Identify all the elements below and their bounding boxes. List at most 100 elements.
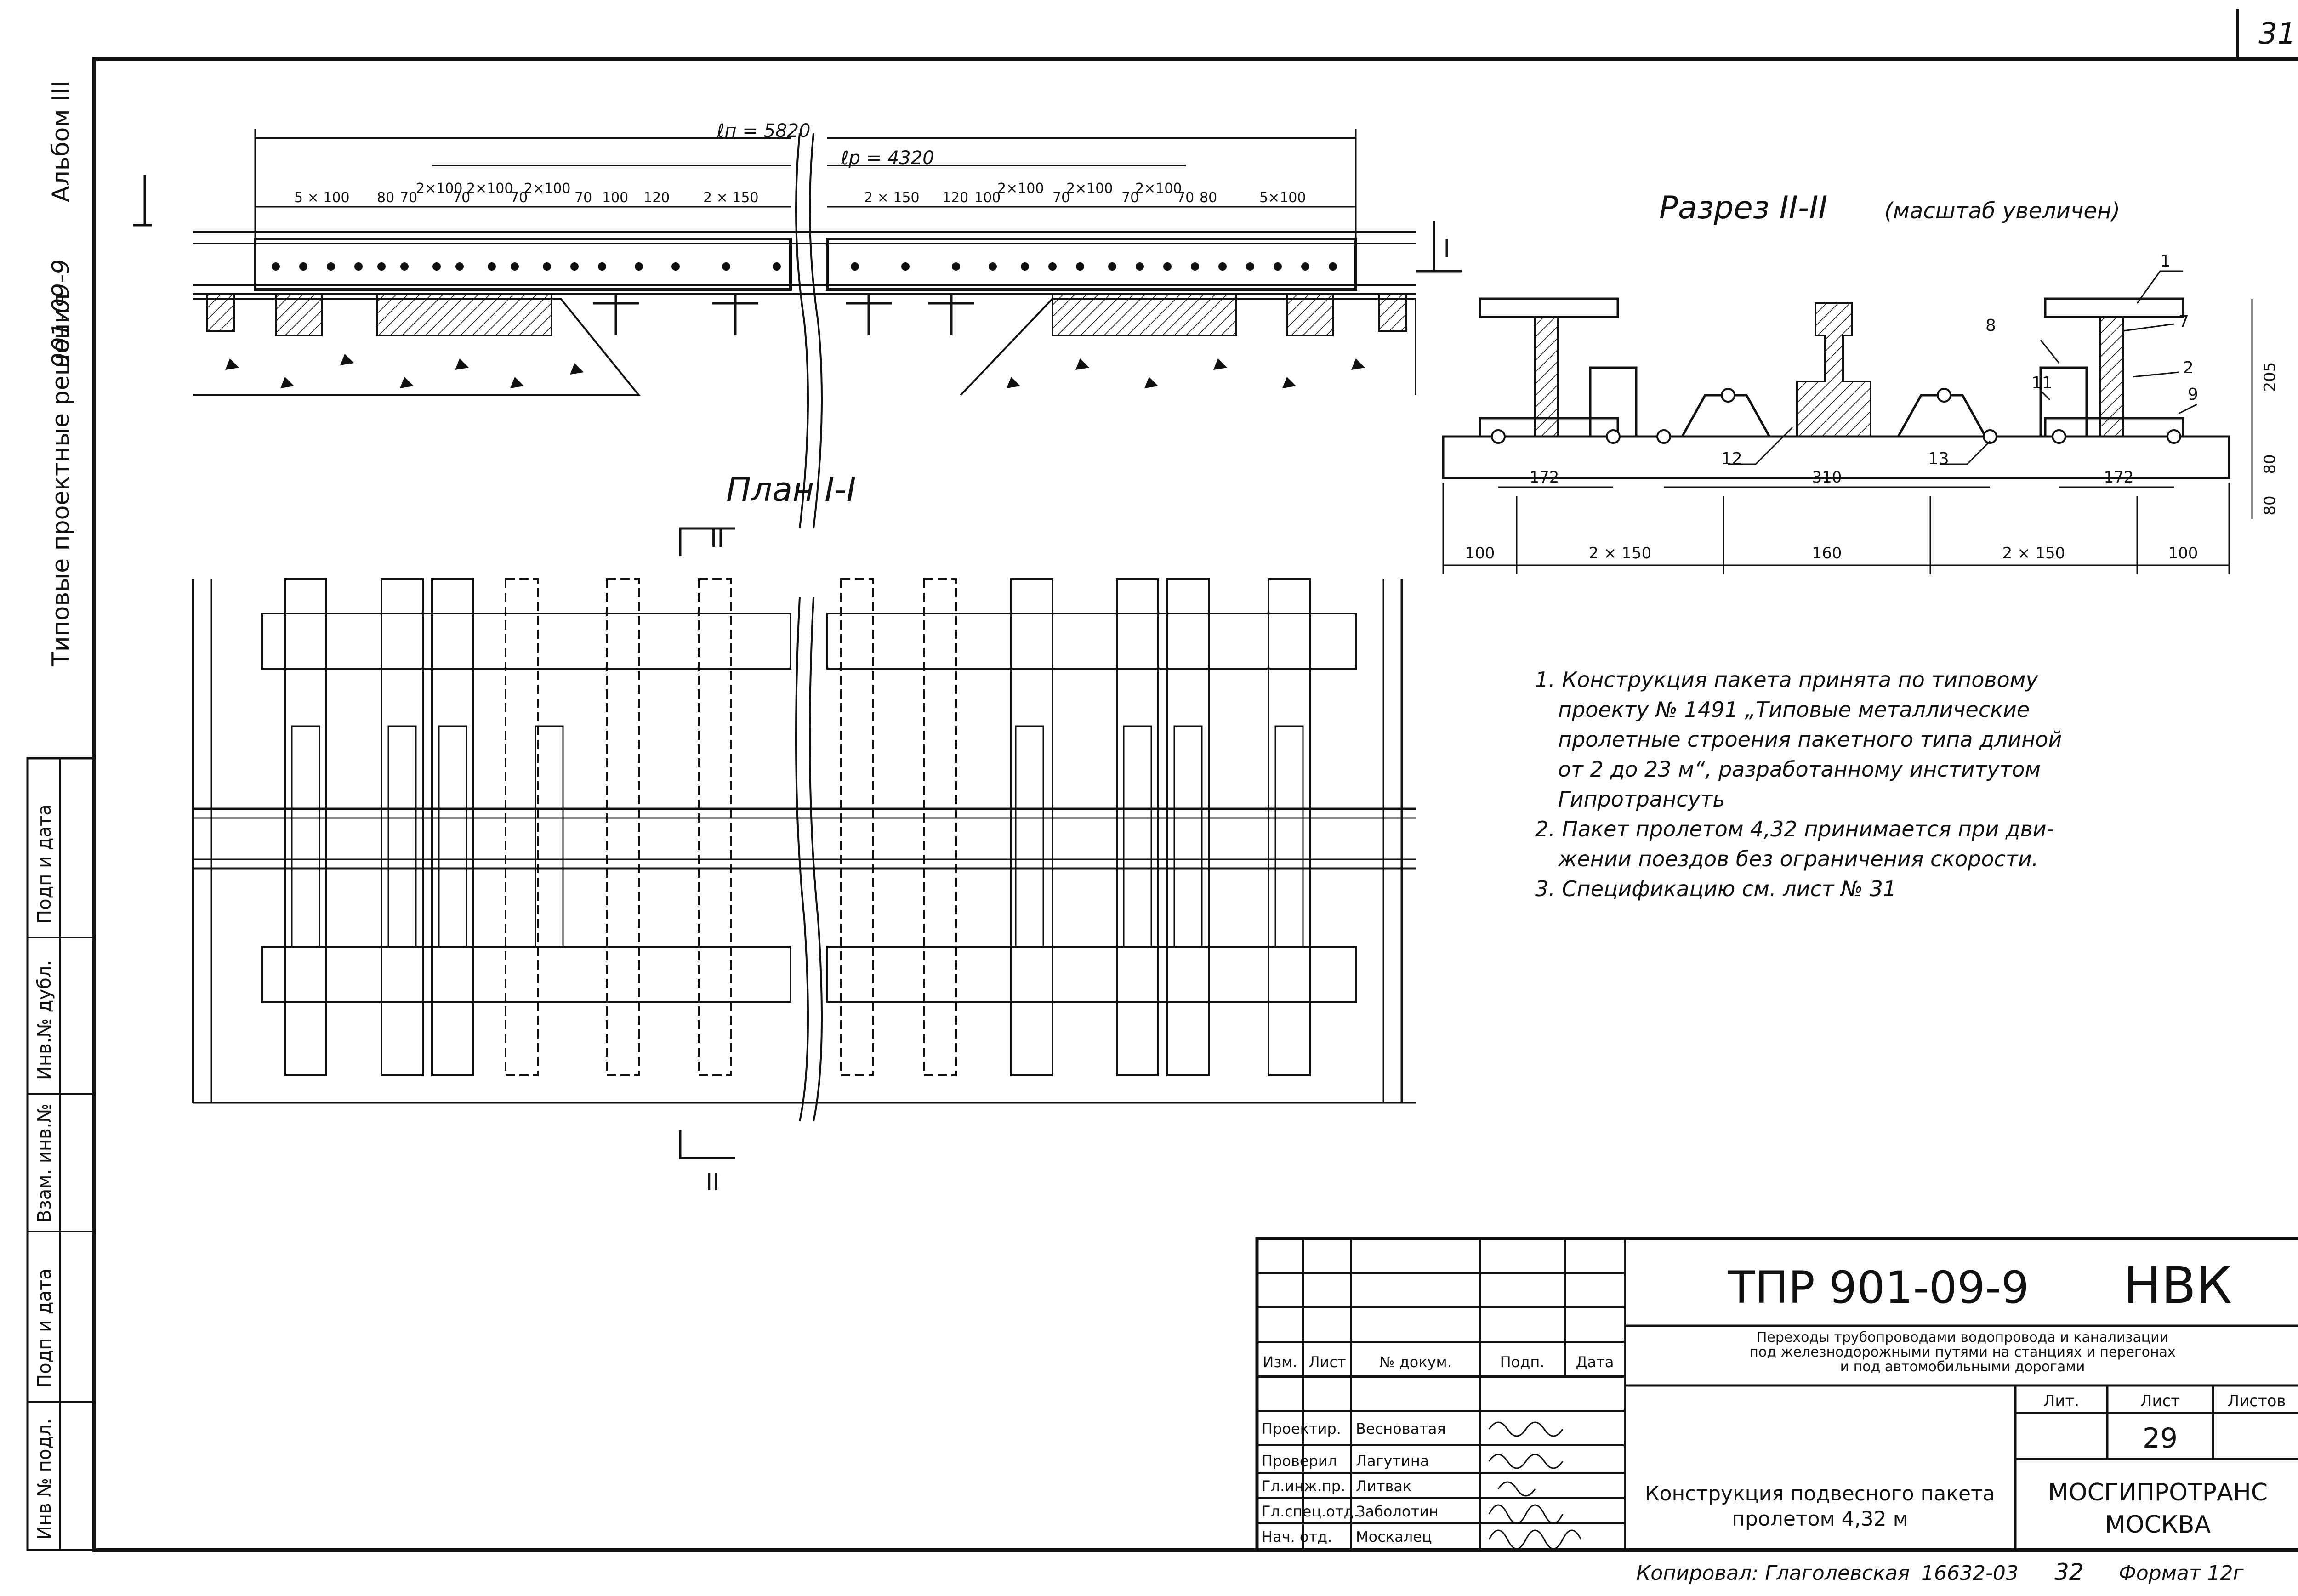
dim-left-11: 2 × 150 (703, 190, 759, 206)
dim-lr: ℓр = 4320 (841, 148, 934, 169)
dim-right-0: 2 × 150 (864, 190, 920, 206)
tb-role-1: Проверил (1262, 1452, 1337, 1470)
footer-order: 16632-03 (1921, 1562, 2019, 1585)
dim-right-10: 5×100 (1259, 190, 1306, 206)
dim-left-3: 2×100 (416, 181, 462, 197)
note-line-3: пролетные строения пакетного типа длиной (1558, 727, 2062, 752)
sec-dim-top-0: 172 (1530, 468, 1559, 487)
title-block: Изм. Лист № докум. Подп. Дата Проектир. … (1255, 1237, 2298, 1552)
elevation-section-mark: I (1443, 234, 1451, 264)
tb-header-date: Дата (1576, 1353, 1614, 1371)
tb-header-sign: Подп. (1500, 1353, 1545, 1371)
plan-title: План I-I (726, 470, 856, 509)
tb-role-3: Гл.спец.отд. (1262, 1503, 1359, 1520)
section-subtitle: (масштаб увеличен) (1884, 198, 2120, 224)
dim-lp: ℓп = 5820 (717, 120, 810, 142)
sec-dim-top-1: 310 (1812, 468, 1842, 487)
stamp-vzam-inv: Взам. инв.№ (34, 1103, 55, 1222)
callout-9: 9 (2188, 385, 2198, 404)
elevation-view: ℓп = 5820 ℓр = 4320 5 × 100 80 70 2×100 … (133, 120, 1462, 529)
dim-left-10: 120 (643, 190, 670, 206)
left-stamp: Подп и дата Инв.№ дубл. Взам. инв.№ Подп… (26, 757, 96, 1551)
dim-right-4: 70 (1052, 190, 1070, 206)
note-line-7: жении поездов без ограничения скорости. (1558, 846, 2038, 871)
page-number: 31 (2258, 17, 2296, 51)
margin-title: Типовые проектные решения (47, 294, 75, 667)
dim-right-2: 100 (974, 190, 1001, 206)
callout-2: 2 (2183, 358, 2194, 377)
sec-dim-top-2: 172 (2104, 468, 2134, 487)
callout-12: 12 (1721, 449, 1742, 468)
tb-role-0: Проектир. (1262, 1420, 1341, 1437)
tb-name-2: Литвак (1356, 1477, 1411, 1495)
tb-name-0: Весноватая (1356, 1420, 1446, 1437)
tb-header-docnum: № докум. (1379, 1353, 1452, 1371)
tb-lit-label: Лит. (2043, 1392, 2079, 1410)
dim-left-2: 70 (400, 190, 417, 206)
dim-left-1: 80 (377, 190, 394, 206)
dim-left-7: 2×100 (524, 181, 570, 197)
org-name: МОСГИПРОТРАНС (2048, 1479, 2268, 1506)
tb-header-izm: Изм. (1263, 1353, 1297, 1371)
footer-format: Формат 12г (2119, 1562, 2244, 1585)
stamp-inv-podl: Инв № подл. (34, 1419, 55, 1539)
dim-left-6: 70 (510, 190, 528, 206)
dim-right-6: 70 (1121, 190, 1139, 206)
sec-dim-right-2: 80 (2261, 495, 2279, 515)
sec-dim-right-0: 205 (2261, 362, 2279, 392)
tb-name-4: Москалец (1356, 1528, 1432, 1545)
note-line-1: 1. Конструкция пакета принята по типовом… (1535, 667, 2038, 692)
dim-right-3: 2×100 (997, 181, 1044, 197)
dim-left-0: 5 × 100 (294, 190, 350, 206)
dim-right-7: 2×100 (1135, 181, 1182, 197)
stamp-sign-date-2: Подп и дата (34, 1268, 55, 1388)
dim-left-5: 2×100 (466, 181, 513, 197)
callout-7: 7 (2179, 312, 2189, 331)
note-line-6: 2. Пакет пролетом 4,32 принимается при д… (1535, 817, 2054, 841)
stamp-sign-date-1: Подп и дата (34, 804, 55, 924)
callout-11: 11 (2031, 374, 2053, 392)
sec-dim-bottom-0: 100 (1465, 544, 1495, 562)
footer: Копировал: Глаголевская 16632-03 32 Форм… (1636, 1559, 2244, 1585)
section-title: Разрез II-II (1659, 190, 1827, 226)
project-title-line-2: под железнодорожными путями на станциях … (1749, 1344, 2176, 1360)
callout-8: 8 (1985, 316, 1996, 335)
dim-left-8: 70 (574, 190, 592, 206)
section-view: Разрез II-II (масштаб увеличен) 1 7 2 9 … (1442, 190, 2279, 574)
footer-num: 32 (2054, 1559, 2084, 1585)
footer-copied: Копировал: Глаголевская (1636, 1562, 1910, 1585)
plan-mark-top: II (710, 525, 724, 553)
tb-sheets-label: Листов (2227, 1392, 2286, 1410)
drawing-title-line-1: Конструкция подвесного пакета (1645, 1482, 1995, 1505)
doc-section: НВК (2123, 1256, 2232, 1315)
sec-dim-bottom-3: 2 × 150 (2002, 544, 2065, 562)
margin-code: 901-09-9 (47, 259, 75, 368)
margin-album: Альбом III (47, 80, 75, 202)
dim-left-9: 100 (602, 190, 628, 206)
dim-right-5: 2×100 (1066, 181, 1113, 197)
stamp-inv-dubl: Инв.№ дубл. (34, 960, 55, 1080)
plan-view: План I-I II II (192, 470, 1416, 1196)
callout-1: 1 (2160, 252, 2171, 271)
note-line-5: Гипротрансуть (1558, 787, 1725, 812)
project-title-line-1: Переходы трубопроводами водопровода и ка… (1757, 1329, 2168, 1346)
project-title-line-3: и под автомобильными дорогами (1840, 1359, 2085, 1375)
sec-dim-right-1: 80 (2261, 454, 2279, 474)
sec-dim-bottom-2: 160 (1812, 544, 1842, 562)
tb-name-1: Лагутина (1356, 1452, 1429, 1470)
note-line-2: проекту № 1491 „Типовые металлические (1558, 697, 2030, 722)
note-line-8: 3. Спецификацию см. лист № 31 (1535, 876, 1896, 901)
dim-left-4: 70 (453, 190, 470, 206)
notes: 1. Конструкция пакета принята по типовом… (1535, 667, 2062, 901)
dim-right-8: 70 (1177, 190, 1194, 206)
dim-right-1: 120 (942, 190, 968, 206)
org-city: МОСКВА (2105, 1511, 2211, 1539)
doc-code: ТПР 901-09-9 (1728, 1262, 2029, 1313)
signatures (1488, 1421, 1582, 1550)
tb-header-list: Лист (1308, 1353, 1346, 1371)
sec-dim-bottom-4: 100 (2168, 544, 2198, 562)
dim-right-9: 80 (1200, 190, 1217, 206)
sec-dim-bottom-1: 2 × 150 (1589, 544, 1652, 562)
tb-sheet-label: Лист (2140, 1392, 2180, 1410)
